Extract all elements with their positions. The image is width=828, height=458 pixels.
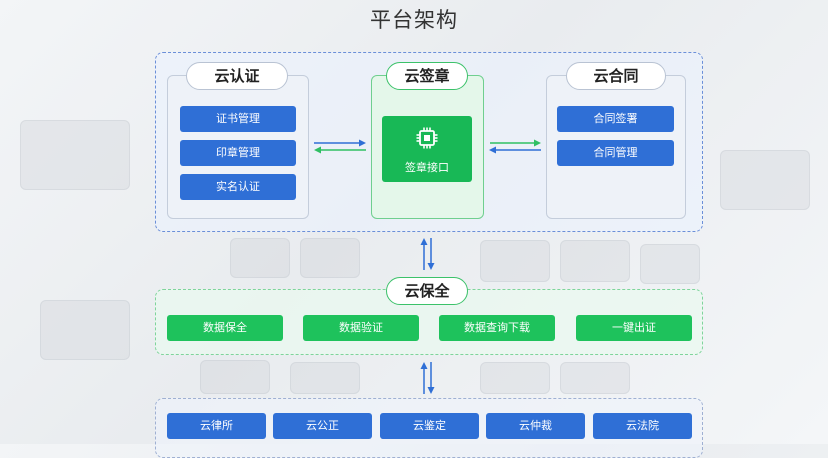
one-click-certificate-button[interactable]: 一键出证 [576, 315, 692, 341]
signature-interface-label: 签章接口 [405, 162, 449, 174]
cloud-court-button[interactable]: 云法院 [593, 413, 692, 439]
data-preservation-button[interactable]: 数据保全 [167, 315, 283, 341]
cert-management-button[interactable]: 证书管理 [180, 106, 296, 132]
cloud-law-firm-button[interactable]: 云律所 [167, 413, 266, 439]
cloud-signature-title: 云签章 [386, 62, 468, 90]
cloud-contract-title: 云合同 [566, 62, 666, 90]
center-right-arrow-icon [489, 139, 541, 154]
contract-signing-button[interactable]: 合同签署 [557, 106, 674, 132]
data-query-download-button[interactable]: 数据查询下载 [439, 315, 555, 341]
chip-icon [416, 127, 438, 149]
top-middle-vertical-arrow-icon [420, 238, 435, 270]
left-right-arrow-icon [314, 139, 366, 154]
real-name-auth-button[interactable]: 实名认证 [180, 174, 296, 200]
seal-management-button[interactable]: 印章管理 [180, 140, 296, 166]
cloud-arbitration-button[interactable]: 云仲裁 [486, 413, 585, 439]
contract-management-button[interactable]: 合同管理 [557, 140, 674, 166]
middle-bottom-vertical-arrow-icon [420, 362, 435, 394]
cloud-auth-title: 云认证 [186, 62, 288, 90]
cloud-notary-button[interactable]: 云公正 [273, 413, 372, 439]
signature-interface-button[interactable]: 签章接口 [382, 116, 472, 182]
page-title: 平台架构 [370, 9, 458, 32]
cloud-appraisal-button[interactable]: 云鉴定 [380, 413, 479, 439]
data-verification-button[interactable]: 数据验证 [303, 315, 419, 341]
cloud-preservation-title: 云保全 [386, 277, 468, 305]
connector-arrows [314, 139, 541, 394]
